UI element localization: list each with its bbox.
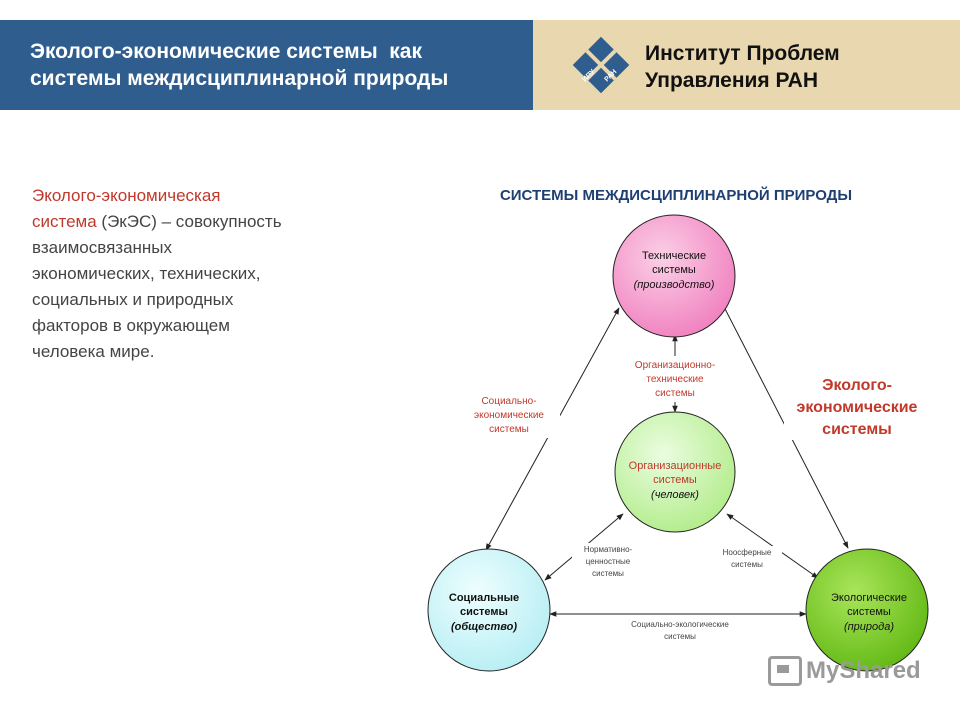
label-noosphere: Ноосферные системы (712, 546, 782, 570)
label-normative-line-1: Нормативно- (584, 545, 633, 554)
definition-line: взаимосвязанных (32, 238, 173, 257)
node-social-line-1: Социальные (449, 592, 519, 604)
node-technical-line-2: системы (652, 264, 696, 276)
definition-text: Эколого-экономическая система (ЭкЭС) – с… (32, 183, 372, 365)
node-organizational-line-2: системы (653, 474, 697, 486)
node-social-line-2: системы (460, 606, 508, 618)
systems-diagram: СИСТЕМЫ МЕЖДИСЦИПЛИНАРНОЙ ПРИРОДЫ Технич… (427, 186, 930, 672)
node-technical-line-3: (производство) (634, 279, 715, 291)
label-org-tech-line-2: технические (646, 374, 704, 385)
node-social-line-3: (общество) (451, 621, 517, 633)
label-org-tech-line-3: системы (655, 388, 695, 399)
node-organizational-line-1: Организационные (629, 460, 722, 472)
node-ecological-line-1: Экологические (831, 592, 907, 604)
node-technical: Технические системы (производство) (612, 214, 736, 338)
label-eco-econ: Эколого- экономические системы (784, 374, 930, 440)
node-social: Социальные системы (общество) (427, 548, 551, 672)
label-eco-econ-line-3: системы (822, 421, 892, 438)
header-org-panel: ИПУ РАН Институт Проблем Управления РАН (533, 20, 960, 110)
label-normative-line-3: системы (592, 569, 624, 578)
definition-line: факторов в окружающем (32, 316, 230, 335)
label-normative-line-2: ценностные (586, 557, 631, 566)
node-ecological: Экологические системы (природа) (805, 548, 929, 672)
label-noosphere-line-2: системы (731, 560, 763, 569)
node-organizational: Организационные системы (человек) (614, 411, 736, 533)
label-soc-eco-line-1: Социально-экологические (631, 620, 729, 629)
node-ecological-line-2: системы (847, 606, 891, 618)
title-line-1: Эколого-экономические системы как (30, 40, 422, 63)
definition-line: социальных и природных (32, 290, 234, 309)
org-line-1: Институт Проблем (645, 42, 840, 65)
definition-line: человека мире. (32, 342, 155, 361)
label-soc-eco-line-2: системы (664, 632, 696, 641)
label-soc-econ-line-1: Социально- (481, 396, 536, 407)
label-normative: Нормативно- ценностные системы (572, 543, 644, 579)
diagram-title: СИСТЕМЫ МЕЖДИСЦИПЛИНАРНОЙ ПРИРОДЫ (500, 186, 852, 204)
definition-term-line-2: система (32, 212, 97, 231)
definition-term-line-1: Эколого-экономическая (32, 186, 221, 205)
node-ecological-line-3: (природа) (844, 621, 894, 633)
label-soc-econ-line-2: экономические (474, 410, 544, 421)
label-soc-eco: Социально-экологические системы (631, 620, 729, 641)
definition-text-line-2: (ЭкЭС) – совокупность (96, 212, 282, 231)
header-title-panel: Эколого-экономические системы как систем… (0, 20, 533, 110)
watermark-text: MyShared (806, 657, 921, 684)
definition-line: экономических, технических, (32, 264, 261, 283)
label-soc-econ: Социально- экономические системы (456, 392, 560, 438)
org-name: Институт Проблем Управления РАН (645, 40, 840, 94)
node-organizational-line-3: (человек) (651, 489, 699, 501)
watermark: MyShared (768, 656, 921, 686)
label-noosphere-line-1: Ноосферные (723, 548, 772, 557)
label-eco-econ-line-1: Эколого- (822, 377, 892, 394)
ipu-ran-logo-icon: ИПУ РАН (572, 36, 630, 94)
label-org-tech: Организационно- технические системы (616, 356, 734, 402)
label-soc-econ-line-3: системы (489, 424, 529, 435)
node-technical-line-1: Технические (642, 250, 706, 262)
label-org-tech-line-1: Организационно- (635, 360, 715, 371)
page-title: Эколого-экономические системы как систем… (30, 38, 448, 92)
org-line-2: Управления РАН (645, 69, 819, 92)
label-eco-econ-line-2: экономические (797, 399, 918, 416)
presentation-icon (768, 656, 802, 686)
title-line-2: системы междисциплинарной природы (30, 67, 449, 90)
